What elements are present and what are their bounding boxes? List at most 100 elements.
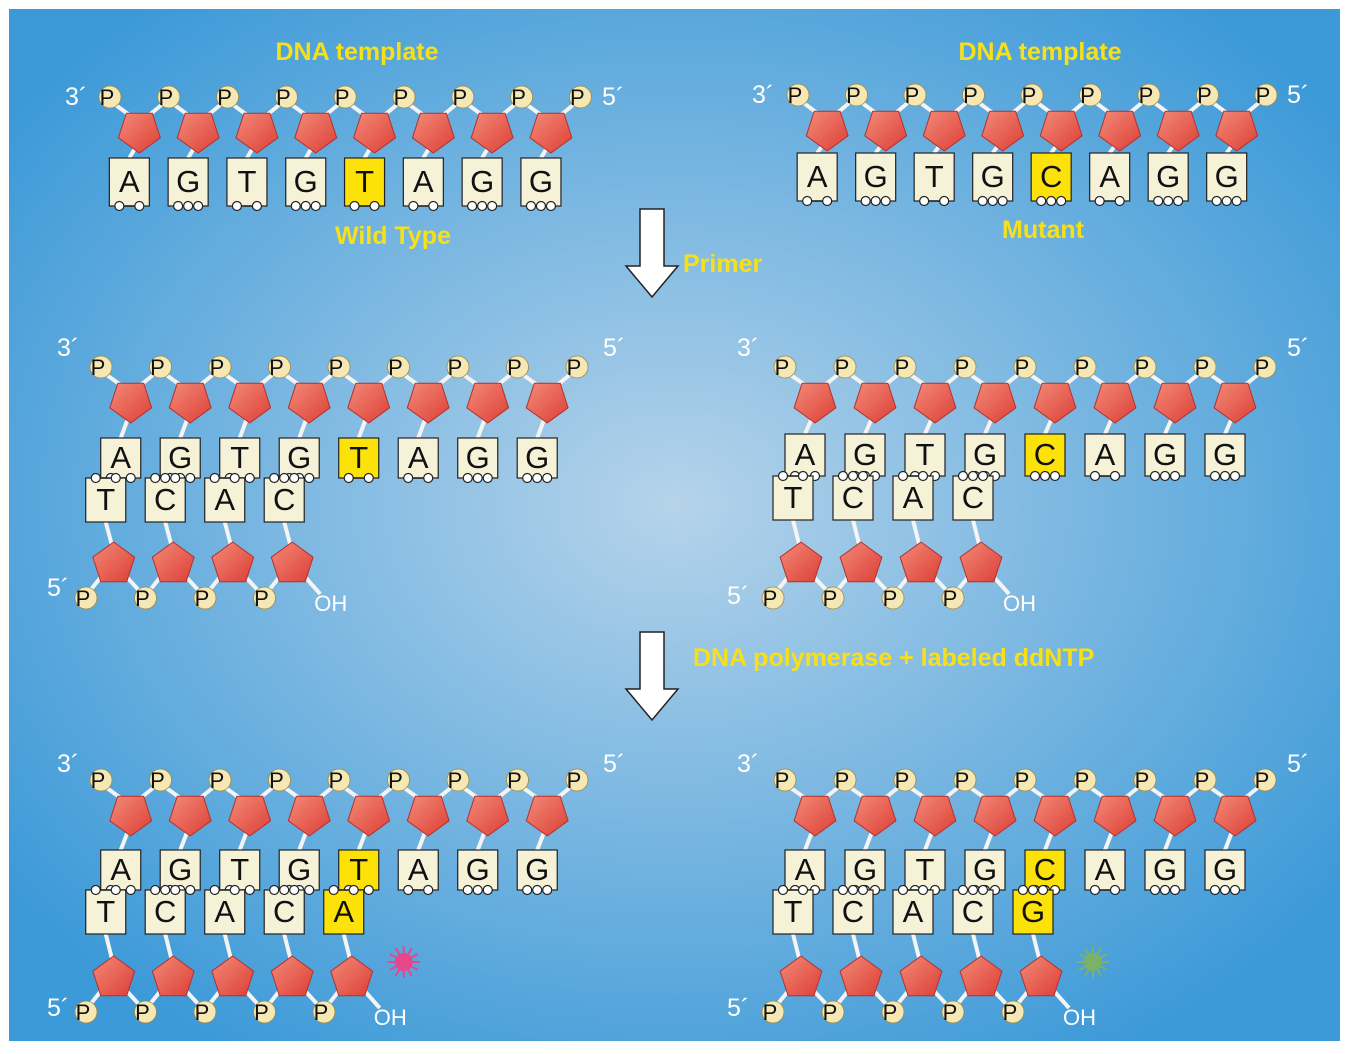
base-box	[219, 849, 261, 891]
base-box	[520, 157, 562, 207]
phosphate-label: P	[91, 768, 106, 793]
bond-dot	[289, 884, 300, 896]
phosphate-label: P	[511, 85, 526, 110]
phosphate-node	[565, 768, 589, 792]
bond-dot	[244, 884, 255, 896]
sugar-pentagon	[92, 955, 136, 997]
phosphate-node	[1196, 83, 1219, 107]
bond-dot	[403, 884, 414, 896]
base-box	[85, 477, 127, 523]
bond-dot	[1221, 195, 1232, 207]
bond-dot	[269, 472, 280, 484]
end-label-3-prime: 3´	[752, 81, 774, 109]
hydrogen-bond-marks	[1089, 470, 1121, 482]
hydrogen-bond-marks	[957, 884, 989, 896]
base-letter: G	[1213, 852, 1237, 887]
sugar-pentagon	[1153, 795, 1197, 837]
base-box	[1204, 433, 1246, 477]
sugar-pentagon	[529, 112, 573, 154]
backbone-bond	[811, 574, 830, 594]
phosphate-label: P	[195, 1000, 210, 1025]
phosphate-label: P	[314, 1000, 329, 1025]
end-label-3-prime: 3´	[57, 334, 79, 362]
base-box	[516, 849, 558, 891]
phosphate-node	[773, 768, 797, 792]
phosphate-label: P	[388, 355, 403, 380]
sugar-pentagon	[1156, 110, 1200, 152]
bond-dot	[522, 884, 533, 896]
bond-dot	[229, 884, 240, 896]
phosphate-node	[1133, 355, 1157, 379]
phosphate-node	[392, 85, 416, 109]
phosphate-label: P	[567, 768, 582, 793]
bond-dot	[467, 200, 478, 212]
phosphate-label: P	[217, 85, 232, 110]
phosphate-label: P	[1022, 83, 1037, 108]
hydrogen-bond-marks	[343, 472, 374, 484]
dye-ray	[1100, 953, 1108, 959]
end-label-5-prime: 5´	[727, 994, 749, 1022]
bond-dot	[532, 472, 543, 484]
hydrogen-bond-marks	[150, 884, 181, 896]
sugar-pentagon	[1215, 110, 1259, 152]
phosphate-label: P	[210, 355, 225, 380]
phosphate-label: P	[823, 1000, 838, 1025]
phosphate-node	[506, 768, 529, 792]
phosphate-node	[953, 768, 977, 792]
phosphate-label: P	[329, 355, 344, 380]
bond-dot	[363, 472, 374, 484]
base-letter: G	[168, 852, 192, 887]
nucleotide-base: A	[204, 884, 246, 935]
sugar-pentagon	[973, 382, 1017, 424]
phosphate-node	[881, 1000, 905, 1024]
nucleotide-base: C	[263, 884, 305, 935]
phosphate-label: P	[1197, 83, 1212, 108]
base-letter: T	[237, 164, 256, 199]
phosphate-node	[773, 355, 797, 379]
phosphate-node	[821, 586, 845, 610]
bond-dot	[462, 884, 473, 896]
hydrogen-bond-marks	[1209, 470, 1241, 482]
bond-dot	[870, 195, 881, 207]
phosphate-label: P	[135, 586, 150, 611]
sugar-pentagon	[913, 795, 957, 837]
bond-dot	[997, 195, 1008, 207]
base-letter: C	[962, 894, 984, 929]
bond-dot	[1089, 884, 1101, 896]
hydrogen-bond-marks	[114, 200, 145, 212]
hydrogen-bond-marks	[467, 200, 498, 212]
base-letter: G	[981, 159, 1005, 194]
nucleotide-base: G	[855, 152, 897, 207]
nucleotide-base: A	[796, 152, 838, 207]
sugar-pentagon	[913, 382, 957, 424]
hydrogen-bond-marks	[209, 472, 240, 484]
base-letter: A	[807, 159, 828, 194]
bond-dot	[369, 200, 380, 212]
bond-dot	[229, 472, 240, 484]
base-letter: G	[1156, 159, 1180, 194]
phosphate-label: P	[210, 768, 225, 793]
bond-dot	[967, 884, 979, 896]
bond-dot	[545, 200, 557, 212]
nucleotide-base: G	[844, 849, 886, 896]
phosphate-node	[149, 768, 172, 792]
nucleotide-base: A	[1084, 433, 1126, 482]
dye-ray	[1096, 947, 1102, 955]
mutant-label: Mutant	[1002, 216, 1085, 244]
end-label-5-prime: 5´	[602, 83, 624, 111]
base-letter: C	[842, 894, 864, 929]
nucleotide-base: G	[964, 433, 1006, 482]
bond-dot	[90, 472, 101, 484]
base-letter: T	[230, 852, 249, 887]
bond-dot	[1114, 195, 1125, 207]
base-letter: G	[287, 440, 311, 475]
dye-ray	[1084, 947, 1090, 955]
base-box	[343, 157, 386, 207]
bond-dot	[1159, 884, 1171, 896]
nucleotide-base: A	[397, 437, 439, 484]
nucleotide-base: G	[972, 152, 1014, 207]
phosphate-label: P	[276, 85, 291, 110]
